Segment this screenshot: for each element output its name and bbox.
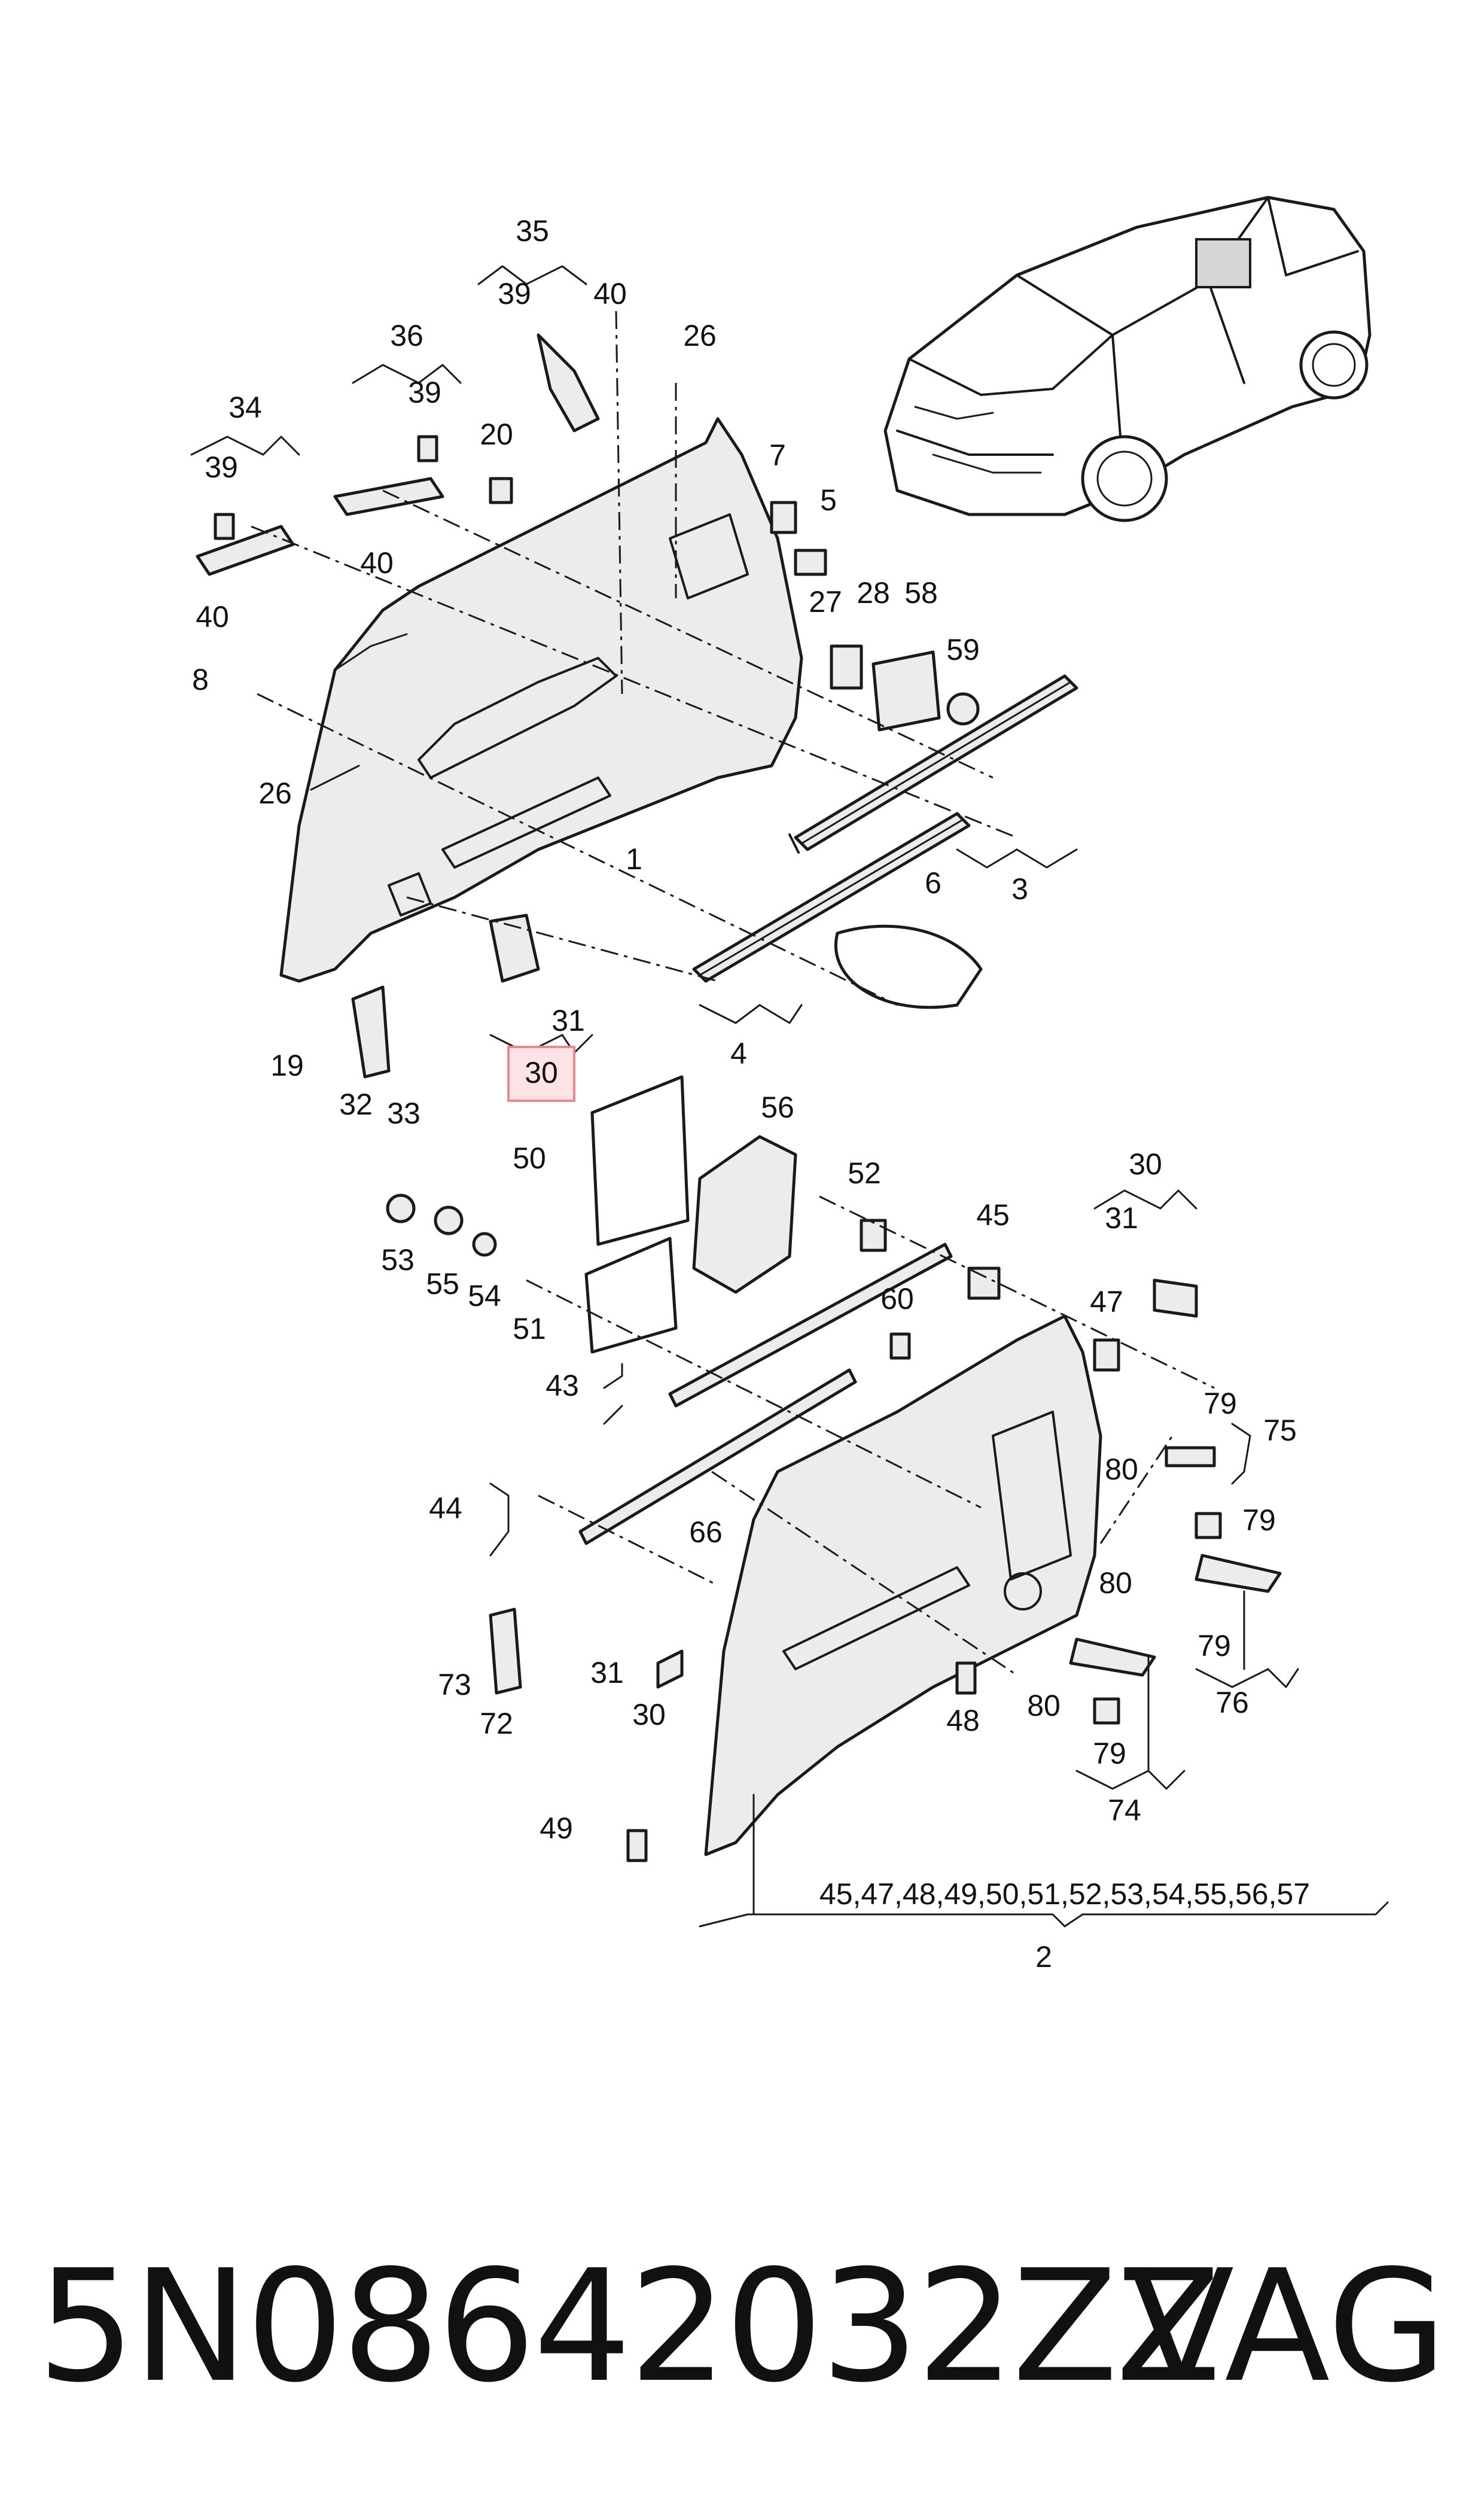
callout-8: 8	[192, 663, 209, 696]
callout-3: 3	[1011, 872, 1028, 906]
callout-20: 20	[480, 418, 513, 451]
callout-73: 73	[438, 1668, 471, 1701]
lower-small-parts	[386, 1193, 1282, 1862]
callout-49: 49	[540, 1811, 573, 1845]
callout-75: 75	[1263, 1414, 1297, 1447]
part-number: 5N08642032ZZ	[37, 2237, 1221, 2416]
callout-43: 43	[546, 1369, 579, 1402]
callout-36: 36	[390, 319, 423, 352]
callout-31: 31	[551, 1004, 585, 1037]
callout-32: 32	[339, 1088, 373, 1121]
strap-6	[834, 924, 983, 1009]
callout-19: 19	[270, 1049, 304, 1082]
callout-1: 1	[626, 842, 642, 876]
callout-4: 4	[730, 1037, 747, 1070]
callout-50: 50	[513, 1141, 546, 1175]
callout-40: 40	[593, 277, 627, 310]
car-rear-window-highlight	[1195, 238, 1251, 288]
callout-30: 30	[525, 1056, 558, 1089]
callout-59: 59	[946, 633, 980, 666]
callout-30-highlight	[507, 1046, 575, 1102]
callout-80: 80	[1099, 1566, 1132, 1600]
callout-39: 39	[498, 277, 531, 310]
callout-72: 72	[480, 1707, 513, 1740]
callout-80: 80	[1027, 1689, 1061, 1722]
callout-79: 79	[1197, 1629, 1231, 1663]
callout-31: 31	[1105, 1201, 1138, 1235]
callout-26: 26	[683, 319, 717, 352]
leader-lines	[190, 265, 1389, 1928]
callout-55: 55	[426, 1267, 459, 1301]
rail-3	[788, 674, 1078, 854]
callout-56: 56	[761, 1091, 794, 1124]
callout-79: 79	[1242, 1503, 1276, 1537]
callout-76: 76	[1215, 1686, 1249, 1719]
callout-31: 31	[590, 1656, 624, 1689]
callout-53: 53	[381, 1243, 415, 1277]
callout-33: 33	[387, 1097, 420, 1130]
callout-74: 74	[1108, 1794, 1141, 1827]
callout-58: 58	[904, 576, 938, 610]
callout-66: 66	[689, 1515, 723, 1549]
callout-45: 45	[976, 1198, 1010, 1232]
callout-30: 30	[632, 1698, 666, 1731]
callout-27: 27	[809, 585, 842, 619]
cover-50	[590, 1075, 690, 1246]
upper-small-parts	[196, 333, 980, 1079]
callout-79: 79	[1093, 1737, 1126, 1770]
box-56	[692, 1135, 797, 1294]
callout-6: 6	[925, 866, 941, 900]
callout-51: 51	[513, 1312, 546, 1345]
cover-51	[584, 1237, 678, 1354]
callout-40: 40	[196, 600, 229, 634]
callout-54: 54	[468, 1279, 501, 1313]
callout-30: 30	[1129, 1147, 1162, 1181]
callout-35: 35	[516, 214, 549, 248]
callout-44: 44	[429, 1491, 462, 1525]
callouts: 35 39 40 36 39 26 20 7 5 34 39 40 40 28 …	[192, 214, 1310, 1974]
callout-39: 39	[205, 450, 238, 484]
car-illustration	[883, 196, 1372, 522]
callout-80: 80	[1105, 1453, 1138, 1486]
rail-43	[668, 1243, 953, 1408]
upper-trim-panel	[279, 417, 803, 983]
callout-48: 48	[946, 1704, 980, 1737]
callout-79: 79	[1203, 1387, 1237, 1420]
callout-40: 40	[360, 546, 394, 580]
callout-group-2: 45,47,48,49,50,51,52,53,54,55,56,57	[819, 1877, 1310, 1911]
callout-47: 47	[1090, 1285, 1123, 1319]
assembly-lines	[251, 310, 1215, 1676]
callout-52: 52	[848, 1156, 881, 1190]
callout-28: 28	[857, 576, 890, 610]
lower-trim-panel	[704, 1314, 1102, 1856]
callout-34: 34	[228, 391, 262, 424]
callout-26: 26	[258, 777, 292, 810]
brand-label: VAG	[1129, 2237, 1447, 2416]
callout-7: 7	[769, 439, 786, 472]
callout-39: 39	[408, 376, 441, 409]
callout-2: 2	[1035, 1940, 1052, 1974]
callout-5: 5	[820, 483, 837, 517]
callout-60: 60	[880, 1282, 914, 1316]
rail-44	[578, 1368, 857, 1545]
